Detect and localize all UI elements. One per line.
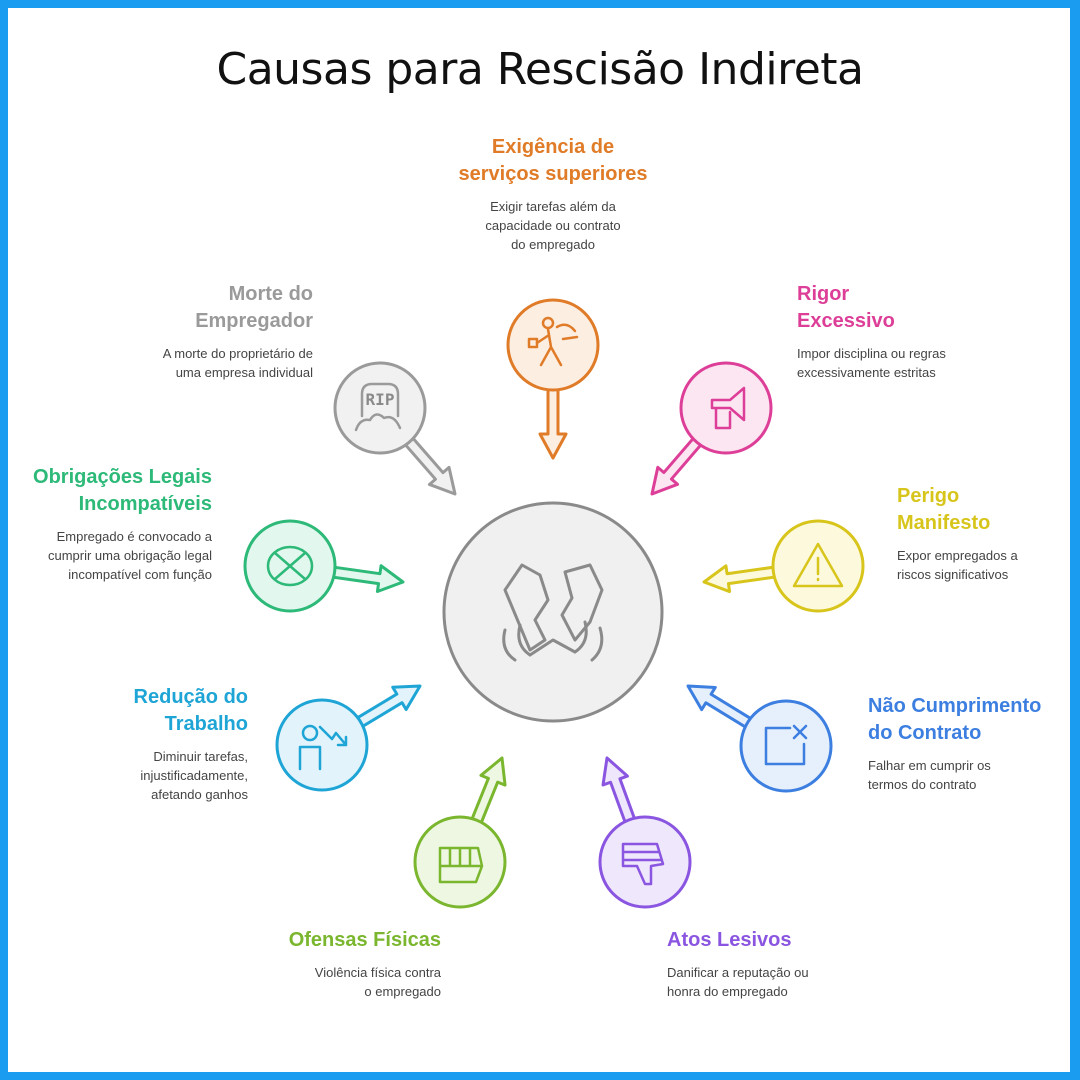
item-title-line: Não Cumprimento <box>868 695 1042 717</box>
item-description-line: Diminuir tarefas, <box>153 749 248 764</box>
diagram-title: Causas para Rescisão Indireta <box>216 44 864 95</box>
thumbs-down-icon <box>621 842 665 886</box>
item-description-line: capacidade ou contrato <box>485 218 621 233</box>
item-description-line: termos do contrato <box>868 777 977 792</box>
item-description-line: incompatível com função <box>68 567 212 582</box>
node-ofensas <box>413 756 507 909</box>
tombstone-icon: RIP <box>354 382 402 432</box>
item-description-line: uma empresa individual <box>175 365 313 380</box>
item-description: A morte do proprietário de uma empresa in… <box>53 344 313 382</box>
item-description-line: riscos significativos <box>897 567 1009 582</box>
item-title-line: Rigor <box>797 283 850 305</box>
node-reducao <box>275 684 422 792</box>
item-description-line: excessivamente estritas <box>797 365 936 380</box>
item-title-line: Morte do <box>228 283 313 305</box>
item-description-line: Violência física contra <box>314 965 441 980</box>
item-description-line: Impor disciplina ou regras <box>797 346 946 361</box>
item-title-line: Ofensas Físicas <box>288 929 441 951</box>
item-description: Impor disciplina ou regras excessivamente… <box>797 344 1057 382</box>
node-perigo <box>702 519 865 613</box>
item-title-line: Trabalho <box>164 713 248 735</box>
item-title-line: Excessivo <box>797 310 895 332</box>
item-title: Atos Lesivos <box>667 927 927 954</box>
item-title-line: Perigo <box>897 485 960 507</box>
item-title-line: serviços superiores <box>458 163 648 185</box>
item-title-line: Obrigações Legais <box>33 466 212 488</box>
item-description: Violência física contra o empregado <box>181 963 441 1001</box>
node-circle <box>506 298 600 392</box>
item-title-line: do Contrato <box>868 722 982 744</box>
item-description: Diminuir tarefas, injustificadamente, afet… <box>0 747 248 804</box>
center-node <box>442 501 664 723</box>
item-title: Exigência de serviços superiores <box>423 134 683 188</box>
fist-icon <box>438 846 484 884</box>
node-circle <box>275 698 369 792</box>
document-x-icon <box>764 724 808 766</box>
person-decline-icon <box>298 724 348 771</box>
item-description: Falhar em cumprir os termos do contrato <box>868 756 1080 794</box>
item-description-line: Exigir tarefas além da <box>490 199 616 214</box>
item-title-line: Exigência de <box>491 136 615 158</box>
item-title: Não Cumprimento do Contrato <box>868 693 1080 747</box>
node-atos <box>598 756 692 909</box>
node-morte: RIP <box>333 361 457 496</box>
item-description: Empregado é convocado a cumprir uma obrig… <box>0 527 212 584</box>
item-description-line: Expor empregados a <box>897 548 1018 563</box>
item-description: Expor empregados a riscos significativos <box>897 546 1080 584</box>
item-title-line: Manifesto <box>897 512 991 534</box>
warning-icon <box>792 542 844 588</box>
item-description-line: A morte do proprietário de <box>162 346 313 361</box>
node-circle <box>333 361 427 455</box>
center-circle <box>442 501 664 723</box>
item-title-line: Empregador <box>195 310 313 332</box>
node-circle <box>598 815 692 909</box>
node-circle <box>739 699 833 793</box>
item-description-line: o empregado <box>364 984 441 999</box>
item-description-line: Empregado é convocado a <box>56 529 212 544</box>
item-description: Danificar a reputação ou honra do emprega… <box>667 963 927 1001</box>
item-title: Morte do Empregador <box>53 281 313 335</box>
item-description-line: injustificadamente, <box>140 768 248 783</box>
node-nao-cumprimento <box>686 684 833 793</box>
running-person-icon <box>527 316 579 367</box>
item-title: Redução do Trabalho <box>0 684 248 738</box>
item-description: Exigir tarefas além da capacidade ou cont… <box>423 197 683 254</box>
item-description-line: honra do empregado <box>667 984 788 999</box>
broken-contract-hands-icon <box>502 563 604 662</box>
circle-x-icon <box>266 545 314 587</box>
item-description-line: do empregado <box>511 237 595 252</box>
node-obrigacoes <box>243 519 405 613</box>
item-description-line: afetando ganhos <box>151 787 248 802</box>
item-description-line: Danificar a reputação ou <box>667 965 809 980</box>
item-title-line: Incompatíveis <box>78 493 212 515</box>
node-rigor <box>650 361 773 496</box>
item-title-line: Redução do <box>133 686 248 708</box>
label-morte: Morte do Empregador A morte do proprietári… <box>53 281 313 382</box>
item-description-line: Falhar em cumprir os <box>868 758 991 773</box>
item-title: Ofensas Físicas <box>181 927 441 954</box>
megaphone-icon <box>710 386 746 430</box>
rip-text: RIP <box>366 390 395 409</box>
node-exigencia <box>506 298 600 460</box>
item-description-line: cumprir uma obrigação legal <box>47 548 212 563</box>
item-title-line: Atos Lesivos <box>667 929 792 951</box>
